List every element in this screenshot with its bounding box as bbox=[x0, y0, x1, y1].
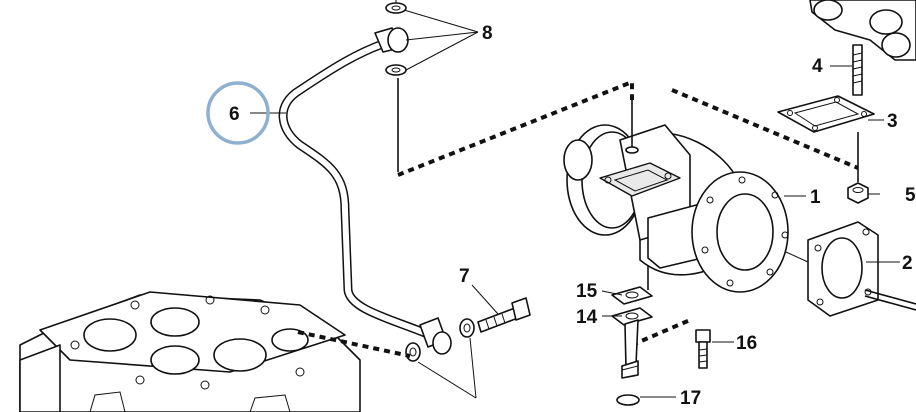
callout-14[interactable]: 14 bbox=[576, 307, 598, 328]
leader-lines bbox=[250, 9, 900, 399]
turbocharger bbox=[563, 100, 789, 293]
callout-3[interactable]: 3 bbox=[887, 111, 898, 132]
callout-labels: 1 2 3 4 5 6 7 8 14 15 16 17 bbox=[229, 23, 916, 409]
callout-15[interactable]: 15 bbox=[576, 281, 598, 302]
washers-top bbox=[385, 0, 407, 172]
callout-17[interactable]: 17 bbox=[680, 388, 701, 409]
bolt-16 bbox=[695, 329, 711, 369]
nut-5 bbox=[847, 182, 869, 204]
highlight-ring bbox=[206, 81, 270, 145]
drain-fitting bbox=[611, 286, 653, 379]
callout-8[interactable]: 8 bbox=[482, 23, 493, 44]
engine-block bbox=[19, 291, 361, 412]
gasket-2 bbox=[807, 221, 916, 317]
oring-17 bbox=[616, 394, 640, 406]
callout-6[interactable]: 6 bbox=[229, 104, 240, 125]
callout-4[interactable]: 4 bbox=[812, 56, 823, 77]
stud-4 bbox=[852, 44, 863, 182]
exhaust-manifold bbox=[809, 0, 916, 61]
callout-2[interactable]: 2 bbox=[902, 253, 913, 274]
oil-pipe bbox=[278, 27, 452, 355]
callout-1[interactable]: 1 bbox=[810, 187, 821, 208]
callout-7[interactable]: 7 bbox=[459, 266, 470, 287]
callout-5[interactable]: 5 bbox=[905, 185, 916, 206]
callout-16[interactable]: 16 bbox=[736, 333, 757, 354]
dashed-guides bbox=[297, 79, 859, 358]
gasket-3 bbox=[777, 95, 875, 133]
